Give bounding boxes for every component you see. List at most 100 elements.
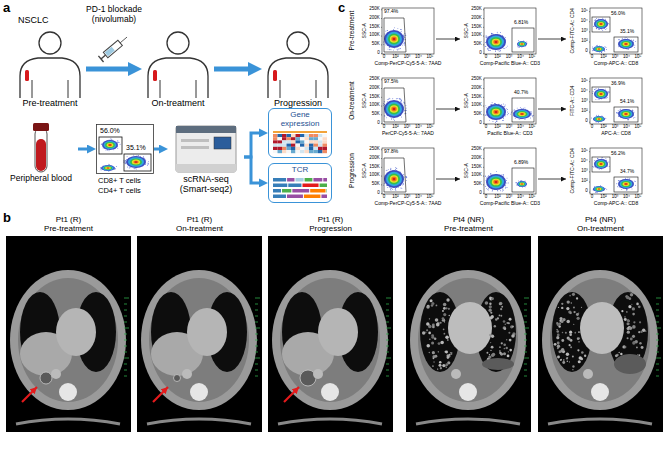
lung-opacity [503, 326, 506, 329]
lung-opacity [554, 343, 557, 346]
pointer-arrow [22, 387, 37, 402]
lung-opacity [572, 365, 574, 367]
blood-sample [153, 70, 157, 81]
event-dot [596, 114, 598, 116]
density-contour [126, 156, 146, 168]
event-dot [399, 98, 401, 100]
event-dot [118, 141, 120, 143]
lung-opacity [632, 313, 635, 316]
ct-scan: Pt4 (NR)On-treatment [538, 216, 663, 432]
event-dot [395, 98, 397, 100]
scale-tick [255, 327, 260, 328]
density-contour [386, 102, 402, 116]
lung-opacity [451, 352, 452, 353]
density-contour [521, 43, 522, 45]
lung-opacity [438, 351, 439, 352]
density-contour [490, 107, 502, 117]
heatmap-cell [291, 147, 296, 150]
scale-tick [255, 315, 258, 316]
density [485, 171, 527, 191]
density-contour [130, 158, 142, 165]
event-dot [507, 109, 509, 111]
event-dot [504, 48, 506, 50]
heatmap-cell [291, 144, 296, 147]
lung-opacity [485, 301, 489, 305]
event-dot [489, 173, 491, 175]
scale-tick [124, 375, 127, 376]
lung-opacity [446, 298, 449, 301]
gate [384, 88, 406, 122]
arm-line [32, 80, 68, 98]
body-outline [141, 270, 257, 410]
event-dot [504, 104, 506, 106]
lung-opacity [557, 323, 560, 326]
heatmap-cell [296, 144, 301, 147]
heatmap-cell [287, 134, 292, 137]
lung-opacity [556, 330, 559, 333]
lung-opacity [570, 312, 572, 314]
event-dot [399, 98, 401, 100]
event-dot [397, 27, 399, 29]
heatmap-cell [296, 150, 301, 153]
density-contour [598, 162, 604, 166]
event-dot [628, 119, 630, 121]
event-dot [496, 31, 498, 33]
lung-opacity [427, 344, 431, 348]
torso [20, 58, 80, 98]
torso [268, 58, 328, 98]
node-text: 56.0% [100, 127, 120, 135]
event-dot [617, 180, 619, 182]
heatmap-cell [296, 147, 301, 150]
lung-opacity [499, 350, 501, 352]
lung-opacity [566, 307, 569, 310]
density-contour [594, 159, 608, 169]
event-dot [617, 39, 619, 41]
lung-opacity [628, 305, 631, 308]
event-dot [517, 40, 519, 42]
heatmap-cell [300, 147, 305, 150]
heatmap-cell [282, 140, 287, 143]
event-dot [393, 108, 395, 110]
density-contour [620, 110, 633, 118]
density-contour [386, 32, 402, 46]
scale-tick [524, 351, 527, 352]
tick-mark [589, 122, 590, 123]
tcr-segment [304, 194, 321, 198]
torso [148, 58, 208, 98]
lung-opacity [442, 317, 445, 320]
head [287, 32, 309, 54]
density-contour [521, 183, 524, 185]
event-dot [133, 168, 135, 170]
lung-opacity [584, 354, 586, 356]
flow-plot-illustration [589, 148, 642, 195]
event-dot [401, 187, 403, 189]
density-contour [620, 180, 633, 188]
density-contour [492, 179, 500, 186]
tick-mark [483, 53, 484, 54]
event-dot [507, 114, 509, 116]
event-dot [635, 180, 637, 182]
event-dot [593, 166, 595, 168]
spine [321, 383, 339, 401]
lung-opacity [621, 310, 623, 312]
lung-opacity [561, 320, 564, 323]
heatmap-cell [305, 144, 310, 147]
node-text: 56.0% [611, 11, 625, 17]
machine-base [176, 164, 236, 172]
density-contour [495, 111, 498, 113]
lung-opacity [499, 302, 502, 305]
event-dot [399, 99, 401, 101]
density-contour [600, 163, 602, 164]
lung-opacity [500, 315, 502, 317]
density-contour [386, 172, 402, 186]
heatmap-cell [323, 140, 328, 143]
pleural-effusion [482, 358, 514, 370]
lung-opacity [442, 364, 445, 367]
event-dot [485, 107, 487, 109]
event-dot [485, 46, 487, 48]
gate [512, 98, 534, 122]
density-contour [486, 34, 506, 50]
event-dot [387, 29, 389, 31]
blood-tube [4, 122, 78, 174]
lung-opacity [439, 361, 442, 364]
